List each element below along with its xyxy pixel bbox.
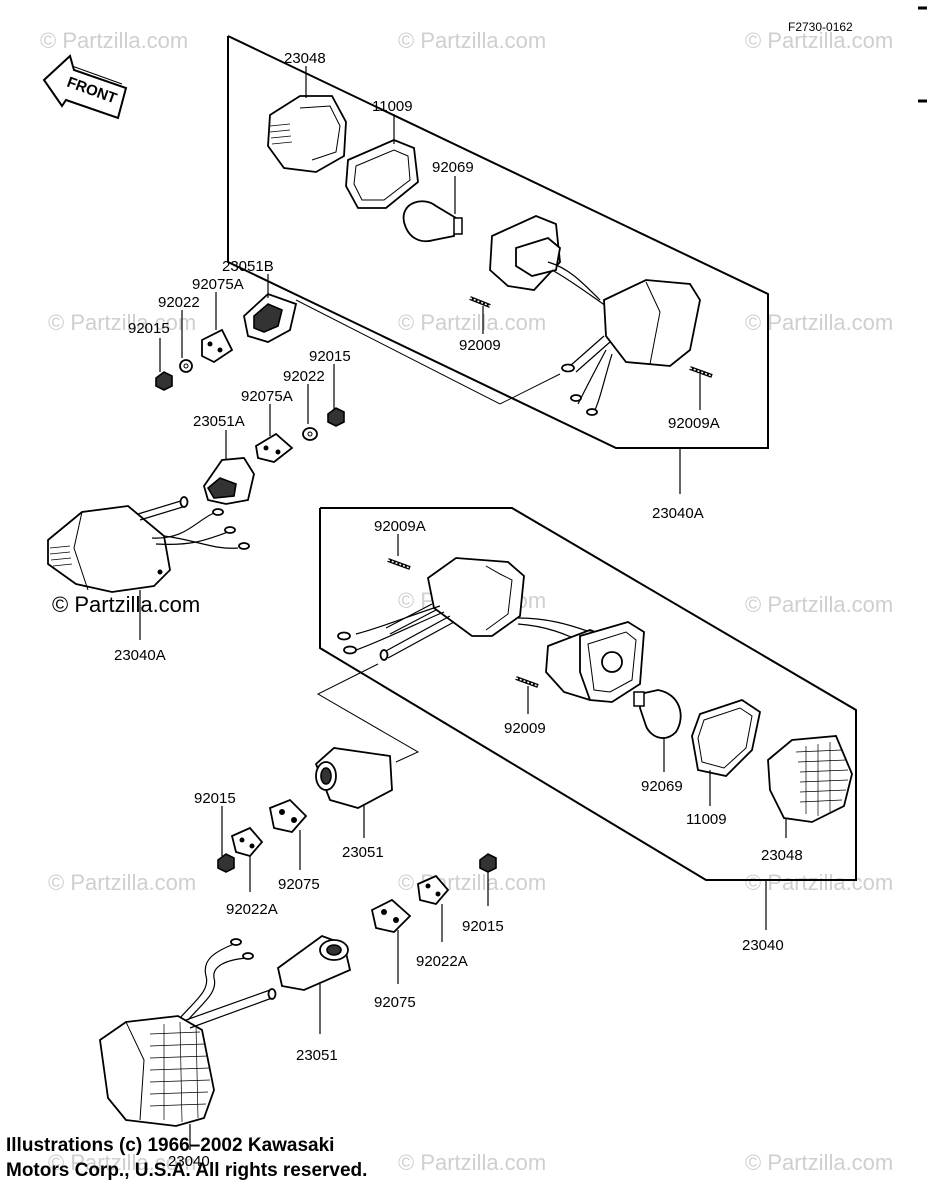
label-92022-mid: 92022: [283, 368, 325, 385]
front-arrow-icon: FRONT: [42, 54, 128, 120]
label-92075A-upper: 92075A: [192, 276, 244, 293]
label-92009A-upper: 92009A: [668, 415, 720, 432]
label-23048-lower: 23048: [761, 847, 803, 864]
watermark: © Partzilla.com: [398, 1150, 546, 1175]
upper-socket-part: [489, 215, 607, 307]
washer-mid-part: [302, 427, 318, 441]
label-92009A-lower: 92009A: [374, 518, 426, 535]
label-92069-lower: 92069: [641, 778, 683, 795]
rubber-low-right-part: [370, 898, 412, 933]
watermark: © Partzilla.com: [398, 28, 546, 53]
upper-signal-body-part: [561, 279, 701, 416]
lower-socket-part: [517, 617, 645, 703]
holder-b-part: [243, 292, 298, 343]
copyright-line-1: Illustrations (c) 1966–2002 Kawasaki: [6, 1135, 335, 1156]
label-92022A-low-right: 92022A: [416, 953, 468, 970]
label-92009-lower: 92009: [504, 720, 546, 737]
watermark: © Partzilla.com: [398, 310, 546, 335]
label-92022A-low-left: 92022A: [226, 901, 278, 918]
label-92069-upper: 92069: [432, 159, 474, 176]
label-23040A-upper: 23040A: [652, 505, 704, 522]
nut-upper-part: [155, 371, 173, 391]
lower-screw-a-part: [387, 558, 411, 570]
holder-a-part: [203, 457, 255, 505]
lower-screw-part: [515, 676, 539, 688]
holder-mid-part: [314, 747, 393, 809]
reference-code: F2730-0162: [788, 20, 853, 34]
label-92022-upper: 92022: [158, 294, 200, 311]
upper-gasket-part: [345, 139, 419, 209]
watermark: © Partzilla.com: [48, 1150, 196, 1175]
upper-lens-part: [267, 95, 347, 173]
lower-lens-part: [767, 735, 853, 823]
left-signal-body-part: [47, 496, 250, 593]
washer-a-low-left-part: [230, 826, 264, 858]
watermark: © Partzilla.com: [48, 310, 196, 335]
label-23051B: 23051B: [222, 258, 274, 275]
watermark: © Partzilla.com: [745, 310, 893, 335]
washer-upper-part: [179, 359, 193, 373]
watermark-dark: © Partzilla.com: [52, 592, 200, 617]
label-23048-upper: 23048: [284, 50, 326, 67]
rubber-low-left-part: [268, 798, 308, 833]
label-92009-upper: 92009: [459, 337, 501, 354]
lower-gasket-part: [691, 699, 762, 777]
label-92075A-mid: 92075A: [241, 388, 293, 405]
washer-a-low-right-part: [417, 874, 450, 906]
label-92015-low-left: 92015: [194, 790, 236, 807]
copyright-line-2: Motors Corp., U.S.A. All rights reserved…: [6, 1160, 368, 1181]
label-92015-mid: 92015: [309, 348, 351, 365]
upper-screw-a-part: [689, 366, 713, 378]
label-11009-lower: 11009: [686, 811, 727, 828]
connection-line: [316, 663, 420, 763]
label-23051A: 23051A: [193, 413, 245, 430]
watermarks: © Partzilla.com © Partzilla.com © Partzi…: [40, 28, 893, 1175]
label-92015-low-right: 92015: [462, 918, 504, 935]
holder-bottom-part: [276, 934, 352, 991]
upper-assembly-frame: [227, 35, 769, 449]
label-23040A-left: 23040A: [114, 647, 166, 664]
nut-low-right-part: [479, 853, 497, 873]
bottom-signal-body-part: [99, 938, 277, 1127]
watermark: © Partzilla.com: [745, 870, 893, 895]
watermark: © Partzilla.com: [40, 28, 188, 53]
label-23040-bottom: 23040: [168, 1153, 210, 1170]
label-92015-upper: 92015: [128, 320, 170, 337]
watermark: © Partzilla.com: [745, 1150, 893, 1175]
label-11009-upper: 11009: [372, 98, 413, 115]
watermark: © Partzilla.com: [745, 592, 893, 617]
upper-bulb-part: [402, 200, 463, 243]
nut-low-left-part: [217, 853, 235, 873]
watermark: © Partzilla.com: [48, 870, 196, 895]
upper-screw-part: [469, 296, 491, 308]
label-23051-mid: 23051: [342, 844, 384, 861]
lower-bulb-part: [633, 689, 682, 739]
rubber-a-upper-part: [201, 328, 234, 364]
connection-line: [295, 299, 561, 405]
copyright-notice: Illustrations (c) 1966–2002 Kawasaki Mot…: [6, 1133, 367, 1183]
label-92075-low-right: 92075: [374, 994, 416, 1011]
watermark: © Partzilla.com: [745, 28, 893, 53]
label-23040-lower: 23040: [742, 937, 784, 954]
label-23051-bottom: 23051: [296, 1047, 338, 1064]
lower-assembly-frame: [319, 507, 857, 881]
rubber-a-mid-part: [255, 432, 294, 463]
nut-mid-part: [327, 407, 345, 427]
lower-signal-body-part: [337, 557, 525, 661]
label-92075-low-left: 92075: [278, 876, 320, 893]
